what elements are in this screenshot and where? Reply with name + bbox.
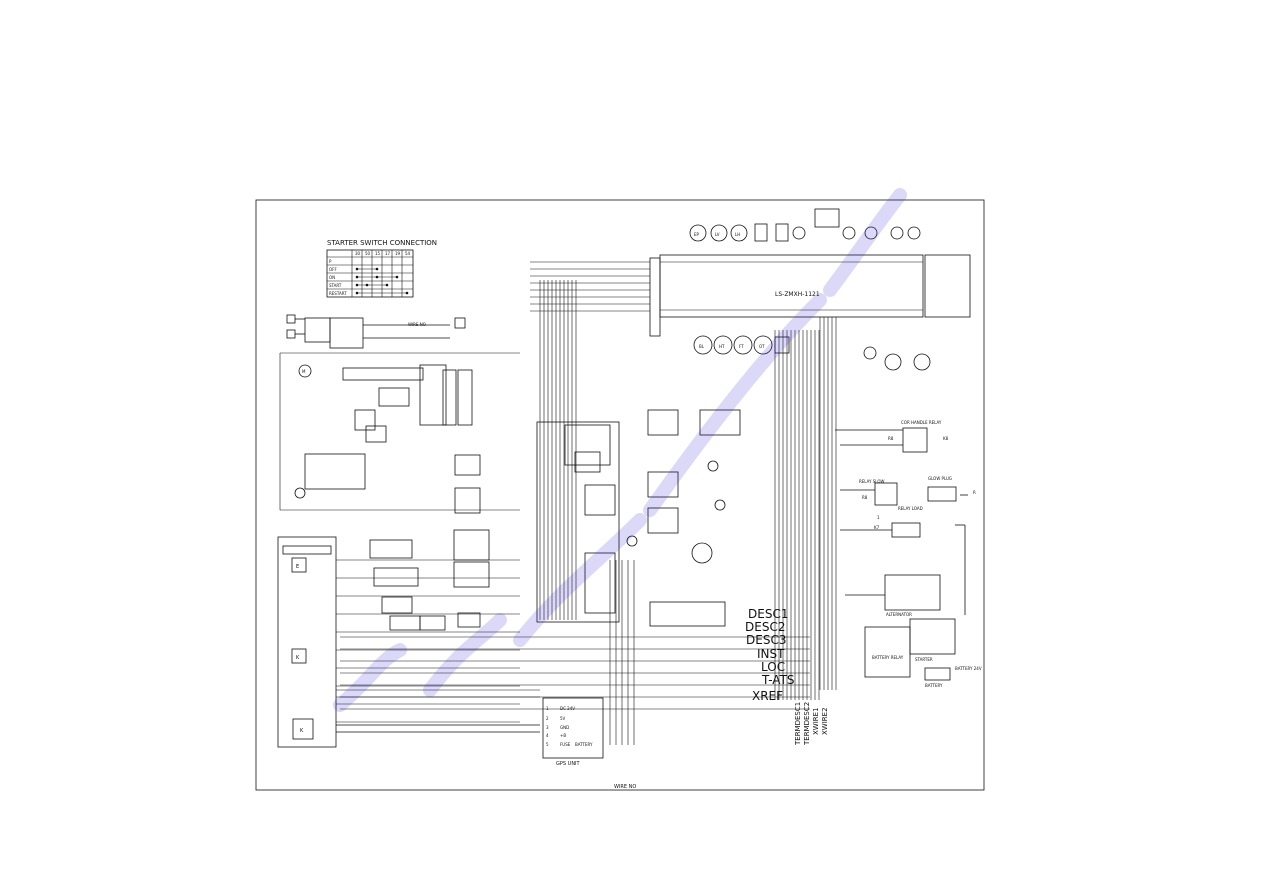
- rot-label-4: XWIRE2: [821, 707, 829, 735]
- motor-m: [298, 364, 312, 378]
- col-54: 54: [405, 251, 411, 256]
- left-lower: E K K: [277, 529, 490, 748]
- watermark-strokes: [333, 188, 907, 712]
- svg-text:2: 2: [546, 716, 549, 721]
- svg-text:K7: K7: [874, 525, 880, 530]
- ecu-label: LS-ZMXH-1121: [775, 291, 820, 298]
- svg-text:STARTER: STARTER: [915, 657, 933, 662]
- svg-text:M: M: [302, 369, 306, 374]
- col-19: 19: [395, 251, 401, 256]
- top-meters: EP LV LH: [689, 208, 921, 242]
- rot-label-2: TERMDESC2: [803, 702, 811, 746]
- connector-labels: DESC1 DESC2 DESC3 INST LOC T-ATS XREF TE…: [745, 607, 829, 746]
- svg-text:+B: +B: [560, 733, 566, 738]
- ecu-block: LS-ZMXH-1121: [649, 254, 971, 337]
- conn-loc: LOC: [761, 660, 785, 674]
- conn-t-ats: T-ATS: [761, 673, 795, 687]
- conn-desc1: DESC1: [748, 607, 788, 621]
- svg-text:R8: R8: [888, 436, 894, 441]
- starter: [909, 618, 956, 655]
- svg-text:BATTERY 24V: BATTERY 24V: [955, 666, 982, 671]
- svg-text:K: K: [300, 728, 304, 734]
- row-off: OFF: [329, 267, 337, 272]
- conn-inst: INST: [757, 647, 785, 661]
- svg-text:1: 1: [877, 515, 880, 520]
- alternator: [884, 574, 941, 611]
- svg-text:4: 4: [546, 733, 549, 738]
- svg-text:3: 3: [546, 725, 549, 730]
- row-on: ON: [329, 275, 335, 280]
- col-30: 30: [355, 251, 361, 256]
- svg-text:DC 24V: DC 24V: [560, 706, 575, 711]
- svg-text:FT: FT: [739, 344, 744, 349]
- svg-text:WIRE NO: WIRE NO: [408, 322, 426, 327]
- svg-text:E: E: [296, 564, 299, 570]
- rot-label-1: TERMDESC1: [794, 702, 802, 746]
- svg-text:BL: BL: [699, 344, 705, 349]
- svg-text:FUSE: FUSE: [560, 742, 571, 747]
- row-p: P: [329, 259, 332, 264]
- svg-text:EP: EP: [694, 232, 700, 237]
- col-15: 15: [375, 251, 381, 256]
- ecu-gauges: BL HT FT OT: [693, 335, 931, 371]
- starter-switch-table: STARTER SWITCH CONNECTION 30 50 15 17 19…: [326, 239, 437, 298]
- left-connectors: WIRE NO M: [286, 314, 481, 514]
- conn-desc3: DESC3: [746, 633, 786, 647]
- svg-text:GND: GND: [560, 725, 569, 730]
- svg-text:R: R: [973, 490, 976, 495]
- conn-xref: XREF: [752, 689, 783, 703]
- svg-text:1: 1: [546, 706, 549, 711]
- drawing-frame: [255, 199, 985, 791]
- svg-text:LV: LV: [715, 232, 720, 237]
- right-section: COR HANDLE RELAY R8 K8 RELAY SLOW R8 GLO…: [859, 420, 982, 688]
- middle-section: [536, 409, 741, 627]
- svg-text:R8: R8: [862, 495, 868, 500]
- svg-text:BATTERY: BATTERY: [925, 683, 943, 688]
- svg-text:RELAY SLOW: RELAY SLOW: [859, 479, 885, 484]
- gps-unit: GPS UNIT 1 2 3 4 5 DC 24V 5V GND +B FUSE…: [542, 697, 604, 767]
- svg-text:GLOW PLUG: GLOW PLUG: [928, 476, 952, 481]
- svg-text:ALTERNATOR: ALTERNATOR: [886, 612, 912, 617]
- footer-wire-no: WIRE NO: [614, 784, 636, 790]
- svg-text:K8: K8: [943, 436, 949, 441]
- col-17: 17: [385, 251, 391, 256]
- row-start: START: [329, 283, 342, 288]
- cor-relay: [902, 427, 928, 453]
- svg-text:OT: OT: [759, 344, 765, 349]
- rot-label-3: XWIRE1: [812, 707, 820, 735]
- svg-text:BATTERY RELAY: BATTERY RELAY: [872, 655, 904, 660]
- svg-text:RELAY LOAD: RELAY LOAD: [898, 506, 923, 511]
- svg-text:BATTERY: BATTERY: [575, 742, 593, 747]
- starter-switch-title: STARTER SWITCH CONNECTION: [327, 239, 437, 247]
- svg-text:COR HANDLE RELAY: COR HANDLE RELAY: [901, 420, 942, 425]
- svg-text:LH: LH: [735, 232, 740, 237]
- glow-plug: [927, 486, 957, 502]
- conn-desc2: DESC2: [745, 620, 785, 634]
- svg-text:5: 5: [546, 742, 549, 747]
- svg-text:5V: 5V: [560, 716, 566, 721]
- row-restart: RESTART: [329, 291, 347, 296]
- svg-text:GPS UNIT: GPS UNIT: [556, 761, 581, 767]
- wire-bundles: [279, 261, 968, 745]
- svg-text:HT: HT: [719, 344, 725, 349]
- svg-text:K: K: [296, 655, 300, 661]
- col-50: 50: [365, 251, 371, 256]
